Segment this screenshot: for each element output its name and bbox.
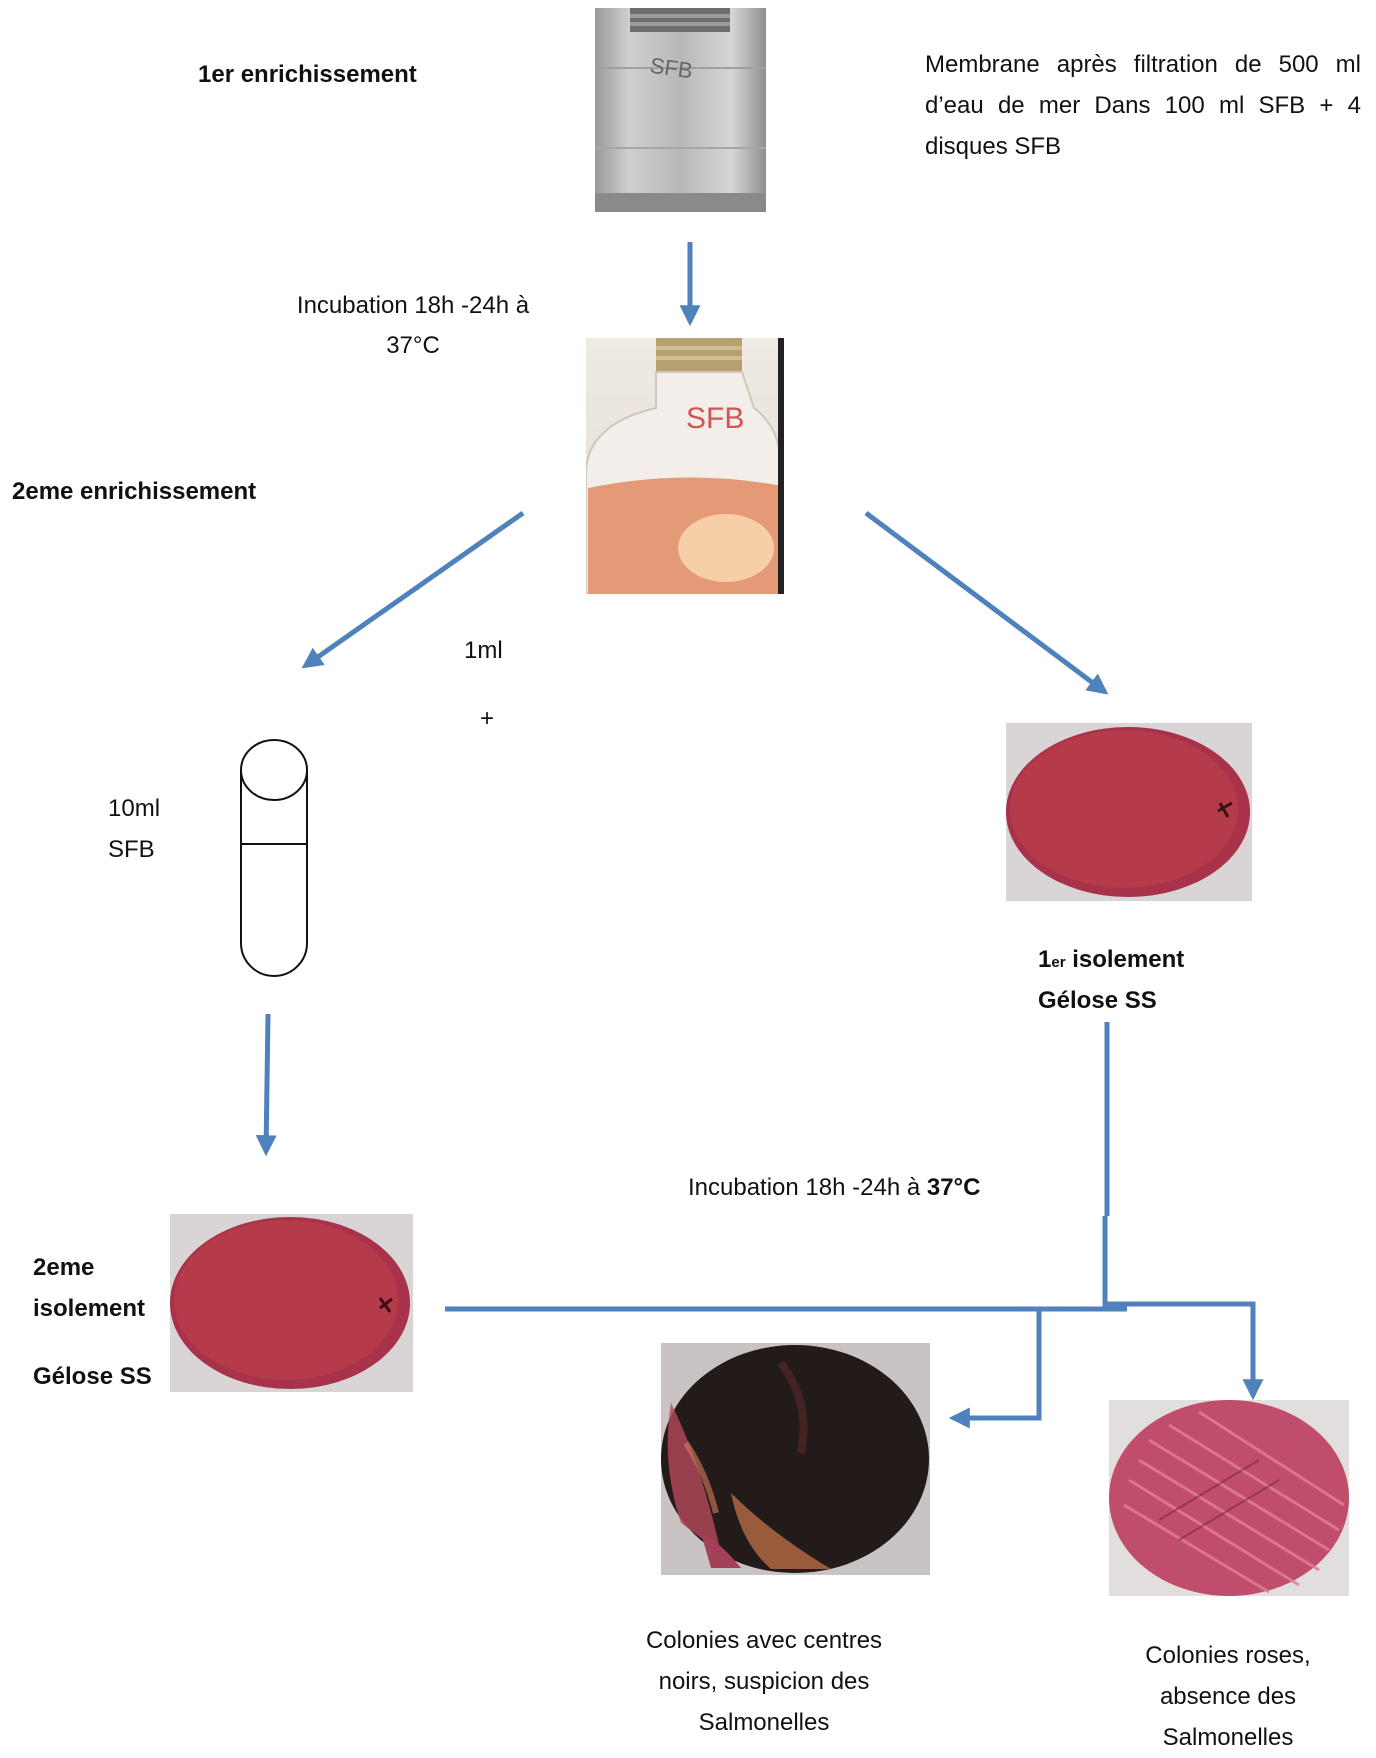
- second-isolation-line2: isolement: [33, 1295, 146, 1322]
- bottle-handwritten-label: SFB: [648, 53, 694, 84]
- incubation-label-bottom: Incubation 18h -24h à 37°C: [688, 1169, 980, 1206]
- first-isolation-medium: Gélose SS: [1038, 987, 1157, 1014]
- incubation-label-top: Incubation 18h -24h à 37°C: [296, 292, 530, 359]
- bottle-incubated-photo: SFB: [586, 338, 784, 594]
- result-black-colonies-text: Colonies avec centres noirs, suspicion d…: [645, 1627, 883, 1736]
- tube-medium-label: SFB: [108, 836, 155, 863]
- first-isolation-label: 1er isolement: [1038, 941, 1184, 978]
- bottle-membrane-photo: SFB: [595, 8, 766, 212]
- plus-sign: +: [480, 705, 495, 732]
- result-pink-colonies-text: Colonies roses, absence des Salmonelles: [1145, 1642, 1311, 1751]
- volume-1ml-label: 1ml: [464, 637, 503, 664]
- second-isolation-line1: 2eme: [33, 1254, 95, 1281]
- agar-plate-first-isolation-photo: [1006, 723, 1252, 901]
- arrow-to-iso1: [864, 510, 1109, 695]
- test-tube-drawing: [238, 738, 310, 978]
- first-enrichment-label: 1er enrichissement: [198, 61, 417, 88]
- first-isolation-number: 1: [1038, 946, 1052, 973]
- incubation-bottom-text: Incubation 18h -24h à: [688, 1174, 927, 1201]
- membrane-description: Membrane après filtration de 500 ml d’ea…: [925, 51, 1361, 160]
- connector-from-iso1-branch: [1102, 1216, 1264, 1401]
- tube-volume-label: 10ml: [108, 795, 161, 822]
- bottle-label-ss: SFB: [686, 402, 744, 435]
- incubation-bottom-temperature: 37°C: [926, 1174, 981, 1201]
- arrow-to-tube: [301, 510, 525, 669]
- first-isolation-suffix: er: [1051, 954, 1066, 971]
- pink-colonies-plate-photo: [1109, 1400, 1349, 1596]
- connector-to-black-colonies: [948, 1309, 1042, 1429]
- second-isolation-medium: Gélose SS: [33, 1363, 152, 1390]
- black-colonies-plate-photo: [661, 1343, 930, 1575]
- second-enrichment-label: 2eme enrichissement: [12, 478, 257, 505]
- first-isolation-word: isolement: [1065, 946, 1185, 973]
- agar-plate-second-isolation-photo: [170, 1214, 413, 1392]
- arrow-tube-to-iso2: [255, 1013, 277, 1157]
